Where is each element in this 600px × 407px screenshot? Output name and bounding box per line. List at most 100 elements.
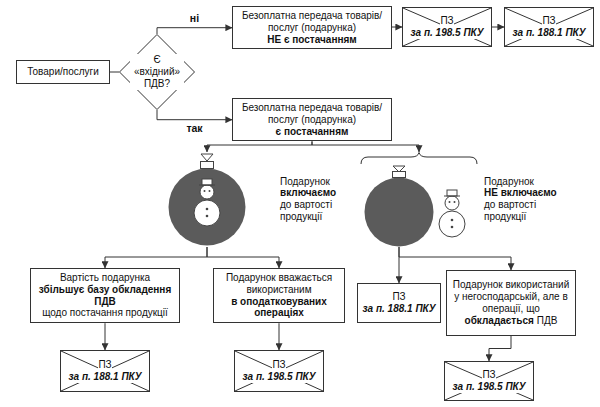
- node-text: щодо постачання продукції: [42, 307, 168, 319]
- cross-line: [235, 351, 323, 391]
- text-row: за п. 198.5 ПКУ: [407, 27, 487, 39]
- text-block: ПЗза п. 198.5 ПКУ: [449, 369, 529, 393]
- text-row: включаємо: [280, 188, 352, 200]
- node-text: в оподатковуваних операціях: [218, 296, 340, 320]
- text-row: Подарунок: [280, 176, 352, 188]
- crossed-box: ПЗза п. 188.1 ПКУ: [60, 350, 150, 392]
- ornament-ball: [169, 169, 246, 246]
- text-block: ПЗза п. 188.1 ПКУ: [362, 291, 436, 315]
- text-row: є постачанням: [237, 126, 387, 138]
- node-text: ПЗ: [542, 15, 555, 27]
- text-row: до вартості продукції: [280, 200, 352, 224]
- process-box: Подарунок використаний у негосподарській…: [446, 270, 576, 336]
- ornament-cap: [201, 162, 214, 169]
- node-text: НЕ є постачанням: [267, 34, 356, 46]
- text-row: Безоплатна передача товарів/послуг (пода…: [237, 10, 387, 34]
- connector: [110, 72, 119, 73]
- text-row: Товари/послуги: [21, 66, 105, 78]
- text-row: до вартості продукції: [484, 200, 566, 224]
- text-block: ПЗза п. 198.5 ПКУ: [407, 15, 487, 39]
- text-row: за п. 188.1 ПКУ: [65, 371, 145, 383]
- text-row: ПЗ: [65, 359, 145, 371]
- node-text: за п. 198.5 ПКУ: [242, 371, 315, 383]
- process-box: Безоплатна передача товарів/послуг (пода…: [232, 98, 392, 141]
- connector: [489, 336, 511, 361]
- node-text: ПЗ: [392, 291, 405, 303]
- cross-line: [61, 351, 149, 391]
- node-text: до вартості продукції: [280, 200, 352, 224]
- text-row: за п. 198.5 ПКУ: [449, 381, 529, 393]
- snowman-eye: [449, 201, 451, 203]
- process-box: Товари/послуги: [16, 60, 110, 84]
- connector: [157, 110, 232, 120]
- node-text: ПЗ: [98, 359, 111, 371]
- node-text: НЕ включаємо: [484, 188, 557, 200]
- text-row: обкладаєтьсяПДВ: [451, 315, 571, 327]
- node-text: до вартості продукції: [484, 200, 566, 224]
- text-row: Є «вхідний» ПДВ?: [130, 54, 184, 89]
- text-block: Подарунок використаний у негосподарській…: [451, 279, 571, 326]
- cross-line: [403, 8, 491, 46]
- snowman-body: [194, 200, 220, 226]
- text-block: Товари/послуги: [21, 66, 105, 78]
- text-row: Подарунок вважається використаним: [218, 272, 340, 296]
- ornament-node: Подаруноквключаємодо вартості продукції: [168, 152, 246, 247]
- text-block: Безоплатна передача товарів/послуг (пода…: [237, 10, 387, 45]
- connector: [279, 323, 280, 350]
- node-text: Подарунок вважається використаним: [218, 272, 340, 296]
- text-block: ПЗза п. 198.5 ПКУ: [239, 359, 319, 383]
- text-row: ПЗ: [509, 15, 589, 27]
- crossed-box: ПЗза п. 198.5 ПКУ: [402, 7, 492, 47]
- node-text: за п. 188.1 ПКУ: [68, 371, 141, 383]
- text-row: ПЗ: [362, 291, 436, 303]
- text-row: НЕ є постачанням: [237, 34, 387, 46]
- node-text: ПЗ: [272, 359, 285, 371]
- cross-line: [505, 8, 593, 46]
- node-text: за п. 188.1 ПКУ: [512, 27, 585, 39]
- process-box: Подарунок вважається використанимв опода…: [213, 268, 345, 323]
- text-row: Безоплатна передача товарів/послуг (пода…: [237, 102, 387, 126]
- node-text: збільшує базу обкладення ПДВ: [35, 284, 175, 308]
- node-text: Подарунок: [484, 176, 534, 188]
- text-row: ПЗ: [407, 15, 487, 27]
- text-block: Є «вхідний» ПДВ?: [130, 54, 184, 89]
- edge-label: так: [184, 123, 204, 135]
- node-text: Подарунок: [280, 176, 330, 188]
- text-block: Подарунок вважається використанимв опода…: [218, 272, 340, 319]
- node-text: ПЗ: [440, 15, 453, 27]
- node-text: Безоплатна передача товарів/послуг (пода…: [237, 10, 387, 34]
- decision-diamond: Є «вхідний» ПДВ?: [119, 34, 195, 110]
- text-block: Подаруноквключаємодо вартості продукції: [280, 176, 352, 223]
- cross-line: [505, 8, 593, 46]
- edge-label: ні: [188, 13, 201, 25]
- cross-line: [445, 362, 533, 400]
- text-block: ПЗза п. 188.1 ПКУ: [509, 15, 589, 39]
- node-text: за п. 188.1 ПКУ: [362, 303, 435, 315]
- connector: [207, 247, 279, 268]
- connector: [105, 247, 207, 268]
- node-text: ПДВ: [537, 315, 558, 327]
- text-row: за п. 188.1 ПКУ: [509, 27, 589, 39]
- snowman-button: [206, 215, 209, 218]
- node-text: Товари/послуги: [27, 66, 99, 78]
- connector: [392, 27, 402, 28]
- node-text: включаємо: [280, 188, 336, 200]
- node-text: за п. 198.5 ПКУ: [410, 27, 483, 39]
- connector: [492, 27, 504, 28]
- ornament-loop: [201, 154, 213, 161]
- node-text: Вартість подарунка: [60, 272, 150, 284]
- process-box: Вартість подарунказбільшує базу обкладен…: [30, 268, 180, 323]
- node-text: Безоплатна передача товарів/послуг (пода…: [237, 102, 387, 126]
- text-row: щодо постачання продукції: [35, 307, 175, 319]
- process-box: Безоплатна передача товарів/послуг (пода…: [232, 6, 392, 49]
- text-block: Безоплатна передача товарів/послуг (пода…: [237, 102, 387, 137]
- connector: [312, 141, 419, 152]
- crossed-box: ПЗза п. 188.1 ПКУ: [504, 7, 594, 47]
- ornament-ball: [365, 178, 434, 247]
- ornament-node: ПодарунокНЕ включаємодо вартості продукц…: [360, 152, 478, 247]
- diamond-shape: [120, 35, 195, 110]
- connector: [399, 247, 511, 270]
- snowman-body: [439, 211, 465, 237]
- text-row: Подарунок використаний у негосподарській…: [451, 279, 571, 314]
- snowman-hat: [202, 179, 212, 185]
